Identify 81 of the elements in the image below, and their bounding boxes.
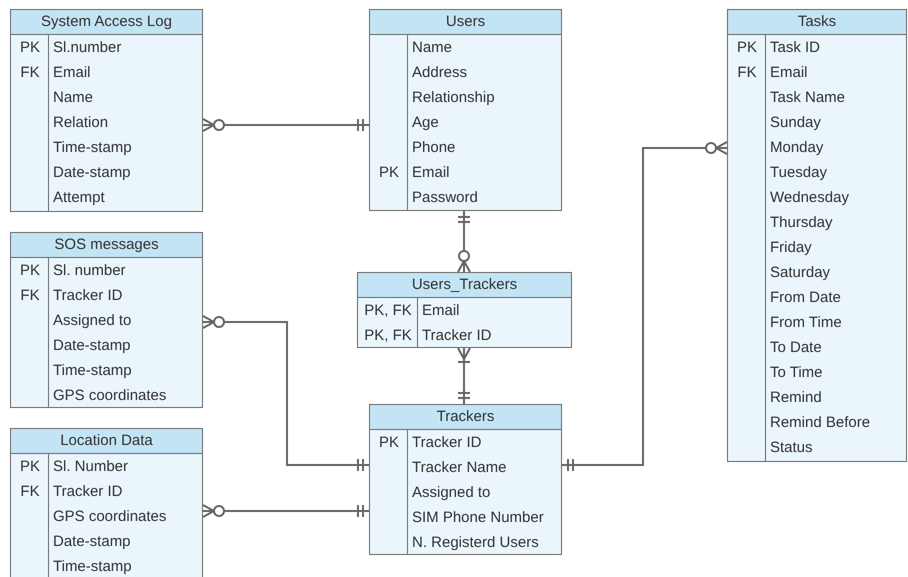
field-name: Assigned to xyxy=(412,483,490,503)
field-name: Wednesday xyxy=(770,188,849,208)
field-name: Tracker ID xyxy=(422,326,492,346)
field-name: Task ID xyxy=(770,38,820,58)
field-name: GPS coordinates xyxy=(53,386,166,406)
table-title: SOS messages xyxy=(54,235,159,255)
field-name: Relation xyxy=(53,113,108,133)
field-name: Sunday xyxy=(770,113,821,133)
field-name: Attempt xyxy=(53,188,105,208)
entity-table xyxy=(10,9,203,212)
field-name: Name xyxy=(53,88,94,108)
key-label: PK xyxy=(736,38,757,58)
key-label: FK xyxy=(20,482,40,502)
field-name: From Date xyxy=(770,288,841,308)
field-name: Status xyxy=(770,438,813,458)
field-name: To Time xyxy=(770,363,823,383)
entity-table xyxy=(10,428,203,577)
relationship-line xyxy=(202,118,369,132)
field-name: Assigned to xyxy=(53,311,132,331)
entity-table xyxy=(10,232,203,408)
field-name: Date-stamp xyxy=(53,163,131,183)
field-name: Remind xyxy=(770,388,822,408)
field-name: Date-stamp xyxy=(53,532,131,552)
field-name: N. Registerd Users xyxy=(412,533,539,553)
field-name: Sl.number xyxy=(53,38,122,58)
field-name: Age xyxy=(412,113,439,133)
field-name: Tuesday xyxy=(770,163,827,183)
field-name: To Date xyxy=(770,338,822,358)
relationship-line xyxy=(562,141,728,472)
field-name: Remind Before xyxy=(770,413,870,433)
relationship-line xyxy=(202,504,369,518)
key-label: PK xyxy=(20,457,40,477)
field-name: Tracker ID xyxy=(412,433,482,453)
key-label: PK xyxy=(20,38,40,58)
field-name: Sl. number xyxy=(53,261,126,281)
field-name: From Time xyxy=(770,313,842,333)
entity-table xyxy=(369,9,562,211)
field-name: Task Name xyxy=(770,88,846,108)
key-label: PK xyxy=(378,163,399,183)
field-name: Friday xyxy=(770,238,812,258)
entity-table xyxy=(357,272,572,348)
table-title: Tasks xyxy=(798,12,836,32)
field-name: Email xyxy=(422,301,460,321)
key-label: FK xyxy=(737,63,757,83)
table-title: Trackers xyxy=(436,407,494,427)
entity-table xyxy=(369,404,562,555)
field-name: Time-stamp xyxy=(53,557,132,577)
relationship-line xyxy=(457,211,471,273)
field-name: Address xyxy=(412,63,468,83)
field-name: Tracker Name xyxy=(412,458,506,478)
table-title: System Access Log xyxy=(41,12,172,32)
field-name: Saturday xyxy=(770,263,830,283)
field-name: Thursday xyxy=(770,213,833,233)
field-name: Time-stamp xyxy=(53,361,132,381)
field-name: Password xyxy=(412,188,478,208)
table-title: Users_Trackers xyxy=(412,275,518,295)
field-name: Email xyxy=(53,63,91,83)
key-label: PK, FK xyxy=(364,301,412,321)
key-label: FK xyxy=(20,286,40,306)
relationship-line xyxy=(457,347,471,404)
field-name: Tracker ID xyxy=(53,286,122,306)
field-name: Tracker ID xyxy=(53,482,122,502)
field-name: Email xyxy=(412,163,450,183)
field-name: Relationship xyxy=(412,88,495,108)
entity-table xyxy=(727,9,907,462)
field-name: GPS coordinates xyxy=(53,507,166,527)
field-name: Date-stamp xyxy=(53,336,131,356)
field-name: Name xyxy=(412,38,452,58)
field-name: Phone xyxy=(412,138,456,158)
field-name: SIM Phone Number xyxy=(412,508,544,528)
key-label: FK xyxy=(20,63,40,83)
field-name: Time-stamp xyxy=(53,138,132,158)
key-label: PK xyxy=(20,261,40,281)
relationship-line xyxy=(202,315,369,472)
table-title: Users xyxy=(446,12,486,32)
key-label: PK, FK xyxy=(364,326,412,346)
field-name: Email xyxy=(770,63,808,83)
field-name: Monday xyxy=(770,138,824,158)
table-title: Location Data xyxy=(60,431,153,451)
key-label: PK xyxy=(378,433,399,453)
field-name: Sl. Number xyxy=(53,457,128,477)
